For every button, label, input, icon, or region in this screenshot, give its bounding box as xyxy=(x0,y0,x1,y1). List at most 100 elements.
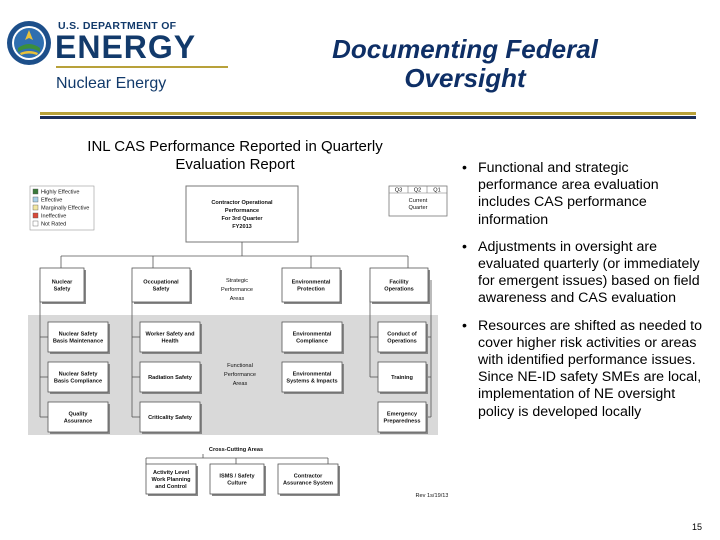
area-box-label: Environmental xyxy=(293,372,332,378)
area-box-label: Environmental xyxy=(292,280,331,286)
bullet-item: •Resources are shifted as needed to cove… xyxy=(462,318,702,421)
area-box-label: ISMS / Safety xyxy=(219,474,255,480)
area-box-label: Environmental xyxy=(293,332,332,338)
bullet-text: Adjustments in oversight are evaluated q… xyxy=(478,238,700,307)
area-box-label: Assurance System xyxy=(283,481,333,487)
chart-heading: INL CAS Performance Reported in Quarterl… xyxy=(40,138,430,174)
area-box-label: Work Planning xyxy=(151,477,191,483)
logo-divider xyxy=(56,66,228,68)
main-box-line: Contractor Operational xyxy=(211,200,273,206)
slide-title-line-2: Oversight xyxy=(404,63,526,93)
bullet-text: Functional and strategic performance are… xyxy=(478,160,659,228)
area-box-label: Criticality Safety xyxy=(148,415,193,421)
area-box-label: and Control xyxy=(155,484,187,490)
quarter-header: Q3 xyxy=(395,188,402,194)
area-box-label: Systems & Impacts xyxy=(286,379,337,385)
area-box-label: Basis Maintenance xyxy=(53,339,103,345)
bullet-dot-icon: • xyxy=(462,317,467,334)
area-box-label: Training xyxy=(391,375,413,381)
slide-title-line-1: Documenting Federal xyxy=(332,34,598,64)
strategic-label-line: Areas xyxy=(230,296,245,302)
logo-agency-text: U.S. DEPARTMENT OF xyxy=(58,20,177,32)
area-box-label: Emergency xyxy=(387,412,418,418)
area-boxes: NuclearSafetyOccupationalSafetyEnvironme… xyxy=(39,267,430,496)
area-box-label: Operations xyxy=(387,339,417,345)
title-divider-gold xyxy=(40,112,696,115)
area-box-label: Health xyxy=(161,339,179,345)
functional-label-line: Areas xyxy=(233,381,248,387)
main-box-line: For 3rd Quarter xyxy=(221,216,263,222)
area-box-label: Safety xyxy=(153,287,171,293)
area-box-label: Activity Level xyxy=(153,470,190,476)
functional-area-box: Criticality Safety xyxy=(139,401,202,434)
area-box-label: Preparedness xyxy=(383,419,420,425)
main-box xyxy=(185,185,299,243)
area-box-label: Culture xyxy=(227,481,247,487)
quarter-header: Q2 xyxy=(414,188,421,194)
legend-swatch xyxy=(32,188,39,195)
area-box-label: Occupational xyxy=(143,280,179,286)
revision-note: Rev 1s/19/13 xyxy=(416,493,448,499)
revision-note-text: Rev 1s/19/13 xyxy=(416,493,448,499)
area-box-label: Nuclear Safety xyxy=(59,372,99,378)
area-box-label: Operations xyxy=(384,287,414,293)
area-box-label: Nuclear xyxy=(52,280,73,286)
bullet-item: • Functional and strategic performance ar… xyxy=(462,160,702,229)
current-quarter-label: Current xyxy=(409,198,428,204)
cross-cutting-label: Cross-Cutting Areas xyxy=(209,447,263,453)
area-box-label: Contractor xyxy=(294,474,323,480)
chart-heading-line-2: Evaluation Report xyxy=(175,156,295,173)
area-box-label: Protection xyxy=(297,287,325,293)
title-divider-navy xyxy=(40,116,696,119)
area-box-label: Conduct of xyxy=(387,332,417,338)
legend-swatch xyxy=(32,220,39,227)
legend-label: Marginally Effective xyxy=(41,206,89,212)
legend-swatch xyxy=(32,196,39,203)
area-box-label: Nuclear Safety xyxy=(59,332,99,338)
strategic-label-line: Performance xyxy=(221,287,253,293)
functional-label-line: Performance xyxy=(224,372,256,378)
bullet-dot-icon: • xyxy=(462,160,467,176)
current-quarter-label: Quarter xyxy=(409,205,428,211)
logo-energy-text: ENERGY xyxy=(55,29,197,65)
doe-seal-icon xyxy=(7,21,51,65)
main-box-line: FY2013 xyxy=(232,224,252,230)
slide-title: Documenting Federal Oversight xyxy=(270,35,660,93)
doe-logo: U.S. DEPARTMENT OF ENERGY Nuclear Energy xyxy=(6,16,228,98)
legend-swatch xyxy=(32,204,39,211)
area-box-label: Radiation Safety xyxy=(148,375,193,381)
area-box-label: Worker Safety and xyxy=(145,332,195,338)
area-box-label: Basis Compliance xyxy=(54,379,102,385)
area-box-label: Facility xyxy=(389,280,409,286)
quarter-box xyxy=(388,185,448,217)
area-box-label: Compliance xyxy=(296,339,328,345)
area-box-label: Safety xyxy=(54,287,72,293)
area-box-label: Quality xyxy=(69,412,89,418)
quarter-header: Q1 xyxy=(433,188,440,194)
main-box-line: Performance xyxy=(225,208,259,214)
logo-office-text: Nuclear Energy xyxy=(56,75,167,92)
area-box-label: Assurance xyxy=(64,419,93,425)
legend-label: Effective xyxy=(41,198,62,204)
